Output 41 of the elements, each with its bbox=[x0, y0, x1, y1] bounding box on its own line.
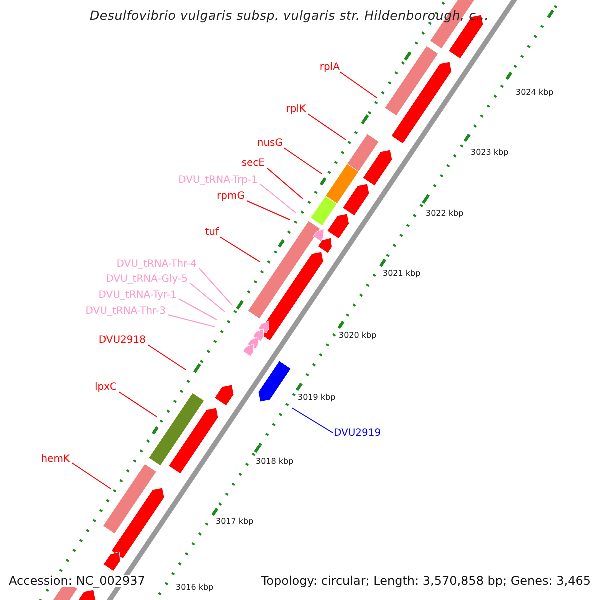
position-label: 3017 kbp bbox=[216, 516, 254, 528]
gene-label: DVU_tRNA-Thr-4 bbox=[116, 259, 197, 271]
gene-label: lpxC bbox=[94, 382, 117, 394]
leader-line bbox=[246, 200, 290, 220]
accession-text: Accession: NC_002937 bbox=[9, 575, 146, 587]
position-label: 3022 kbp bbox=[426, 208, 464, 220]
position-label: 3019 kbp bbox=[298, 392, 336, 404]
leader-line bbox=[266, 168, 304, 200]
gene-label: secE bbox=[242, 158, 265, 170]
position-label: 3021 kbp bbox=[383, 268, 421, 280]
gene-label: nusG bbox=[257, 138, 283, 150]
summary-text: Topology: circular; Length: 3,570,858 bp; Genes: 3,465 bbox=[261, 575, 591, 587]
gene-label: tuf bbox=[205, 227, 219, 239]
leader-line bbox=[220, 236, 260, 262]
leader-line bbox=[340, 72, 378, 98]
leader-line bbox=[190, 282, 226, 312]
position-label: 3016 kbp bbox=[176, 582, 214, 594]
gene-label: DVU_tRNA-Trp-1 bbox=[178, 175, 258, 187]
gene-label: DVU_tRNA-Thr-3 bbox=[86, 306, 166, 318]
leader-line bbox=[284, 148, 322, 174]
position-label: 3018 kbp bbox=[256, 456, 294, 468]
gene-label: rpmG bbox=[217, 191, 245, 203]
gene-label: DVU_tRNA-Gly-5 bbox=[106, 274, 188, 286]
position-label: 3020 kbp bbox=[339, 330, 377, 342]
gene-label: hemK bbox=[41, 454, 70, 466]
leader-line bbox=[178, 298, 218, 320]
gene-label: DVU2919 bbox=[334, 428, 382, 440]
leader-line bbox=[292, 408, 334, 434]
gene-label: rplA bbox=[320, 62, 340, 74]
gene-label: DVU_tRNA-Tyr-1 bbox=[98, 290, 177, 302]
leader-line bbox=[72, 462, 112, 490]
position-label: 3024 kbp bbox=[516, 87, 554, 99]
leader-line bbox=[198, 268, 232, 306]
leader-line bbox=[118, 392, 158, 418]
leader-line bbox=[148, 344, 186, 370]
leader-line bbox=[308, 114, 346, 140]
leader-line bbox=[168, 314, 216, 328]
leader-line bbox=[260, 184, 296, 214]
gene-label: rplK bbox=[286, 104, 306, 116]
position-label: 3023 kbp bbox=[471, 147, 509, 159]
gene-label: DVU2918 bbox=[98, 335, 146, 347]
